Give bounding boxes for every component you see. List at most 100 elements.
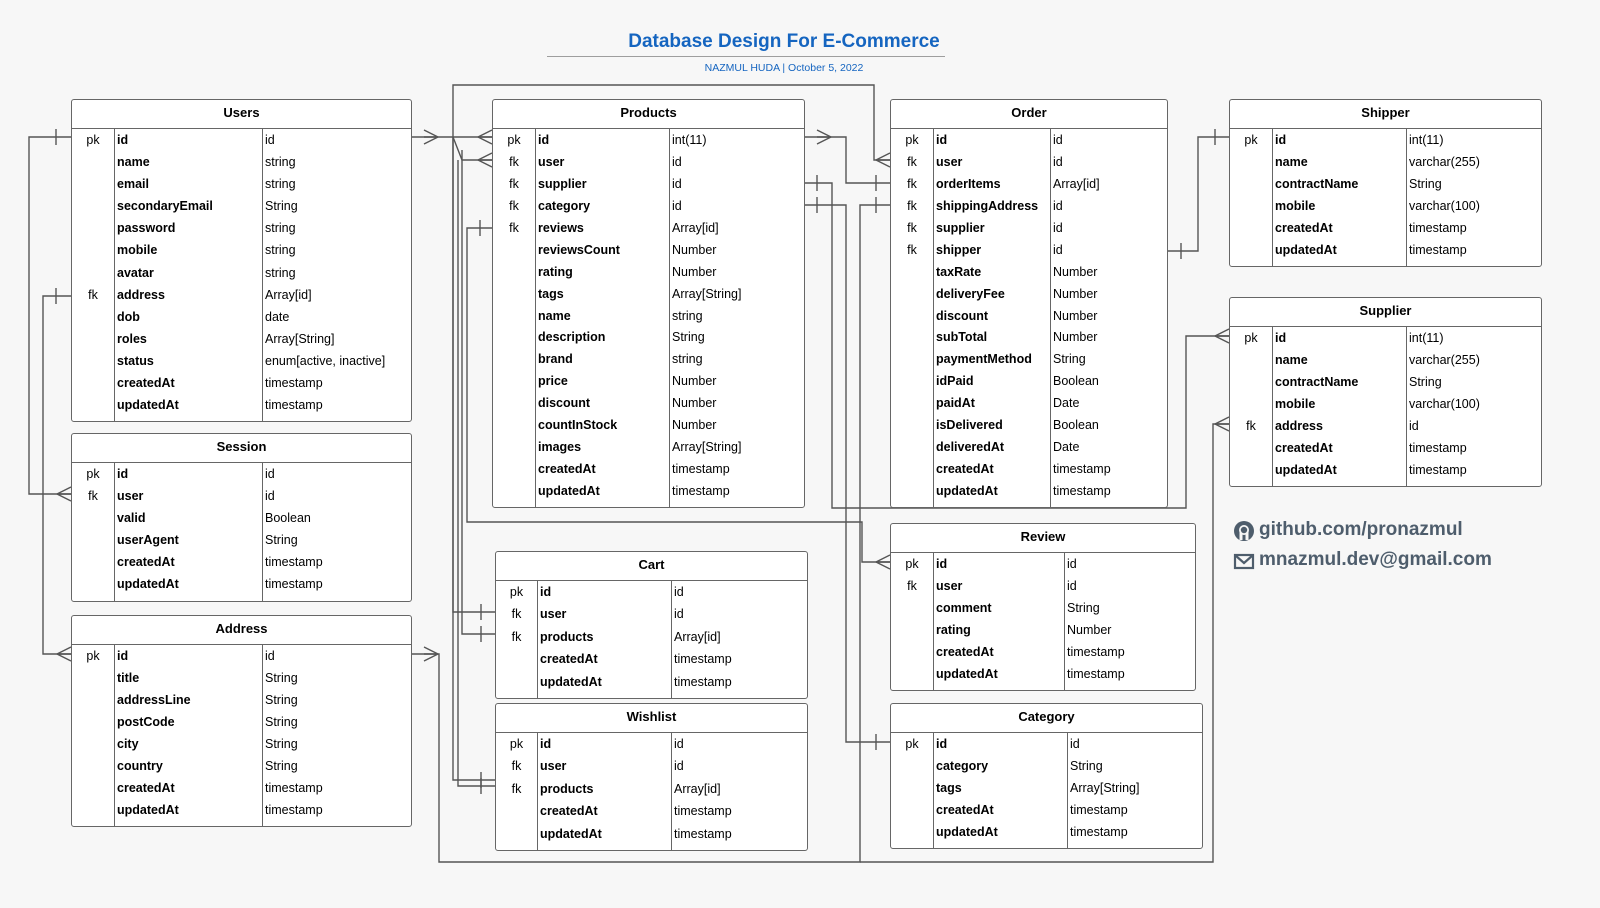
field-row[interactable]: updatedAttimestamp bbox=[72, 573, 411, 595]
field-row[interactable]: createdAttimestamp bbox=[72, 777, 411, 799]
field-row[interactable]: addressLineString bbox=[72, 689, 411, 711]
field-row[interactable]: pkidint(11) bbox=[1230, 129, 1541, 151]
entity-address[interactable]: AddresspkididtitleStringaddressLineStrin… bbox=[71, 615, 412, 827]
field-row[interactable]: descriptionString bbox=[493, 326, 804, 348]
field-row[interactable]: pkidid bbox=[72, 463, 411, 485]
field-row[interactable]: emailstring bbox=[72, 173, 411, 195]
field-row[interactable]: discountNumber bbox=[891, 305, 1167, 327]
entity-users[interactable]: Userspkididnamestringemailstringsecondar… bbox=[71, 99, 412, 422]
field-row[interactable]: createdAttimestamp bbox=[496, 648, 807, 670]
field-row[interactable]: avatarstring bbox=[72, 262, 411, 284]
field-row[interactable]: secondaryEmailString bbox=[72, 195, 411, 217]
field-row[interactable]: fkaddressArray[id] bbox=[72, 284, 411, 306]
field-row[interactable]: fkproductsArray[id] bbox=[496, 626, 807, 648]
entity-category[interactable]: CategorypkididcategoryStringtagsArray[St… bbox=[890, 703, 1203, 849]
field-row[interactable]: fkaddressid bbox=[1230, 415, 1541, 437]
field-row[interactable]: tagsArray[String] bbox=[891, 777, 1202, 799]
field-row[interactable]: createdAttimestamp bbox=[496, 800, 807, 822]
field-row[interactable]: statusenum[active, inactive] bbox=[72, 350, 411, 372]
field-row[interactable]: pkidint(11) bbox=[493, 129, 804, 151]
field-row[interactable]: pkidid bbox=[72, 645, 411, 667]
field-row[interactable]: fksupplierid bbox=[493, 173, 804, 195]
field-row[interactable]: fkuserid bbox=[496, 603, 807, 625]
field-row[interactable]: updatedAttimestamp bbox=[891, 821, 1202, 843]
field-row[interactable]: createdAttimestamp bbox=[891, 799, 1202, 821]
field-row[interactable]: createdAttimestamp bbox=[1230, 437, 1541, 459]
field-row[interactable]: updatedAttimestamp bbox=[493, 480, 804, 502]
field-row[interactable]: deliveryFeeNumber bbox=[891, 283, 1167, 305]
field-row[interactable]: pkidid bbox=[72, 129, 411, 151]
field-row[interactable]: mobilevarchar(100) bbox=[1230, 195, 1541, 217]
field-row[interactable]: dobdate bbox=[72, 306, 411, 328]
field-row[interactable]: updatedAttimestamp bbox=[496, 823, 807, 845]
entity-supplier[interactable]: Supplierpkidint(11)namevarchar(255)contr… bbox=[1229, 297, 1542, 487]
field-row[interactable]: deliveredAtDate bbox=[891, 436, 1167, 458]
field-row[interactable]: postCodeString bbox=[72, 711, 411, 733]
field-row[interactable]: contractNameString bbox=[1230, 173, 1541, 195]
entity-session[interactable]: SessionpkididfkuseridvalidBooleanuserAge… bbox=[71, 433, 412, 602]
field-row[interactable]: contractNameString bbox=[1230, 371, 1541, 393]
field-row[interactable]: createdAttimestamp bbox=[891, 641, 1195, 663]
field-row[interactable]: countryString bbox=[72, 755, 411, 777]
field-row[interactable]: fkcategoryid bbox=[493, 195, 804, 217]
field-row[interactable]: rolesArray[String] bbox=[72, 328, 411, 350]
field-row[interactable]: updatedAttimestamp bbox=[1230, 239, 1541, 261]
field-row[interactable]: fksupplierid bbox=[891, 217, 1167, 239]
field-row[interactable]: isDeliveredBoolean bbox=[891, 414, 1167, 436]
field-row[interactable]: fkuserid bbox=[496, 755, 807, 777]
field-row[interactable]: pkidid bbox=[891, 553, 1195, 575]
entity-products[interactable]: Productspkidint(11)fkuseridfksupplieridf… bbox=[492, 99, 805, 508]
field-row[interactable]: namestring bbox=[493, 305, 804, 327]
field-row[interactable]: updatedAttimestamp bbox=[891, 480, 1167, 502]
field-row[interactable]: countInStockNumber bbox=[493, 414, 804, 436]
field-row[interactable]: priceNumber bbox=[493, 370, 804, 392]
field-row[interactable]: namevarchar(255) bbox=[1230, 151, 1541, 173]
field-row[interactable]: fkuserid bbox=[891, 575, 1195, 597]
entity-shipper[interactable]: Shipperpkidint(11)namevarchar(255)contra… bbox=[1229, 99, 1542, 267]
field-row[interactable]: fkorderItemsArray[id] bbox=[891, 173, 1167, 195]
field-row[interactable]: pkidid bbox=[891, 129, 1167, 151]
field-row[interactable]: validBoolean bbox=[72, 507, 411, 529]
field-row[interactable]: updatedAttimestamp bbox=[891, 663, 1195, 685]
field-row[interactable]: reviewsCountNumber bbox=[493, 239, 804, 261]
field-row[interactable]: subTotalNumber bbox=[891, 326, 1167, 348]
field-row[interactable]: imagesArray[String] bbox=[493, 436, 804, 458]
field-row[interactable]: ratingNumber bbox=[493, 261, 804, 283]
field-row[interactable]: createdAttimestamp bbox=[1230, 217, 1541, 239]
field-row[interactable]: idPaidBoolean bbox=[891, 370, 1167, 392]
field-row[interactable]: fkproductsArray[id] bbox=[496, 778, 807, 800]
field-row[interactable]: fkreviewsArray[id] bbox=[493, 217, 804, 239]
field-row[interactable]: discountNumber bbox=[493, 392, 804, 414]
field-row[interactable]: cityString bbox=[72, 733, 411, 755]
entity-order[interactable]: OrderpkididfkuseridfkorderItemsArray[id]… bbox=[890, 99, 1168, 508]
field-row[interactable]: updatedAttimestamp bbox=[1230, 459, 1541, 481]
field-row[interactable]: fkshipperid bbox=[891, 239, 1167, 261]
field-row[interactable]: userAgentString bbox=[72, 529, 411, 551]
field-row[interactable]: brandstring bbox=[493, 348, 804, 370]
field-row[interactable]: pkidid bbox=[496, 733, 807, 755]
field-row[interactable]: pkidint(11) bbox=[1230, 327, 1541, 349]
field-row[interactable]: updatedAttimestamp bbox=[72, 394, 411, 416]
entity-review[interactable]: ReviewpkididfkuseridcommentStringratingN… bbox=[890, 523, 1196, 691]
field-row[interactable]: createdAttimestamp bbox=[891, 458, 1167, 480]
field-row[interactable]: ratingNumber bbox=[891, 619, 1195, 641]
field-row[interactable]: passwordstring bbox=[72, 217, 411, 239]
field-row[interactable]: pkidid bbox=[891, 733, 1202, 755]
field-row[interactable]: createdAttimestamp bbox=[72, 372, 411, 394]
field-row[interactable]: fkuserid bbox=[891, 151, 1167, 173]
field-row[interactable]: mobilestring bbox=[72, 239, 411, 261]
field-row[interactable]: createdAttimestamp bbox=[493, 458, 804, 480]
field-row[interactable]: fkshippingAddressid bbox=[891, 195, 1167, 217]
field-row[interactable]: titleString bbox=[72, 667, 411, 689]
field-row[interactable]: tagsArray[String] bbox=[493, 283, 804, 305]
field-row[interactable]: updatedAttimestamp bbox=[496, 671, 807, 693]
field-row[interactable]: namestring bbox=[72, 151, 411, 173]
field-row[interactable]: categoryString bbox=[891, 755, 1202, 777]
field-row[interactable]: taxRateNumber bbox=[891, 261, 1167, 283]
field-row[interactable]: fkuserid bbox=[493, 151, 804, 173]
field-row[interactable]: createdAttimestamp bbox=[72, 551, 411, 573]
entity-wishlist[interactable]: WishlistpkididfkuseridfkproductsArray[id… bbox=[495, 703, 808, 851]
entity-cart[interactable]: CartpkididfkuseridfkproductsArray[id]cre… bbox=[495, 551, 808, 699]
field-row[interactable]: namevarchar(255) bbox=[1230, 349, 1541, 371]
field-row[interactable]: fkuserid bbox=[72, 485, 411, 507]
